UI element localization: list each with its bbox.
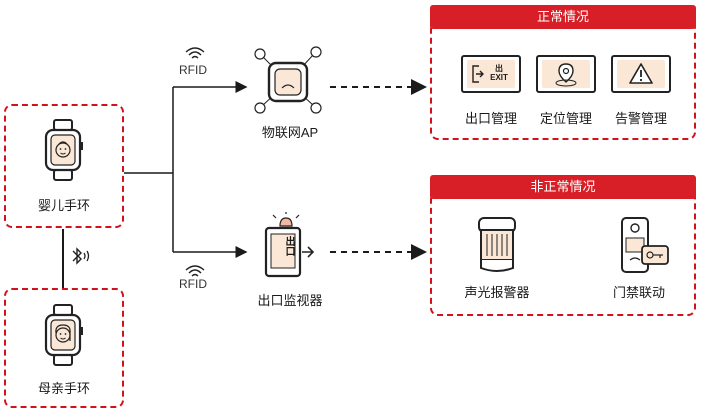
location-management-tile xyxy=(536,55,596,93)
rfid-label-top: RFID xyxy=(179,63,207,77)
exit-badge-text: 出 EXIT xyxy=(490,64,508,82)
alarm-management-tile xyxy=(611,55,671,93)
abnormal-item-alarm-light: 声光报警器 xyxy=(464,285,530,300)
smartwatch-icon xyxy=(44,119,83,181)
exit-monitor-label: 出口监视器 xyxy=(257,293,323,308)
exit-monitor-icon xyxy=(264,212,315,278)
mother-band-box xyxy=(4,288,124,408)
normal-item-exit: 出口管理 xyxy=(464,111,517,126)
bluetooth-icon xyxy=(72,247,90,265)
normal-item-alarm: 告警管理 xyxy=(614,111,667,126)
mother-band-label: 母亲手环 xyxy=(37,381,90,396)
baby-band-label: 婴儿手环 xyxy=(37,198,90,213)
access-control-icon xyxy=(621,217,669,273)
normal-item-location: 定位管理 xyxy=(539,111,592,126)
abnormal-item-access-control: 门禁联动 xyxy=(612,285,665,300)
abnormal-panel-title: 非正常情况 xyxy=(430,175,696,199)
smartwatch-icon xyxy=(44,304,83,366)
alarm-light-icon xyxy=(478,217,516,272)
location-icon xyxy=(542,60,590,88)
baby-band-box xyxy=(4,104,124,228)
exit-monitor-glyph: 出口 xyxy=(283,236,294,256)
rfid-label-bottom: RFID xyxy=(179,277,207,291)
rfid-wave-icon xyxy=(185,47,205,59)
normal-panel-title: 正常情况 xyxy=(430,5,696,29)
exit-management-tile xyxy=(461,55,521,93)
router-icon xyxy=(254,46,322,114)
iot-ap-label: 物联网AP xyxy=(261,125,319,140)
exit-icon xyxy=(467,60,515,88)
warning-icon xyxy=(617,60,665,88)
rfid-wave-icon xyxy=(185,265,205,277)
